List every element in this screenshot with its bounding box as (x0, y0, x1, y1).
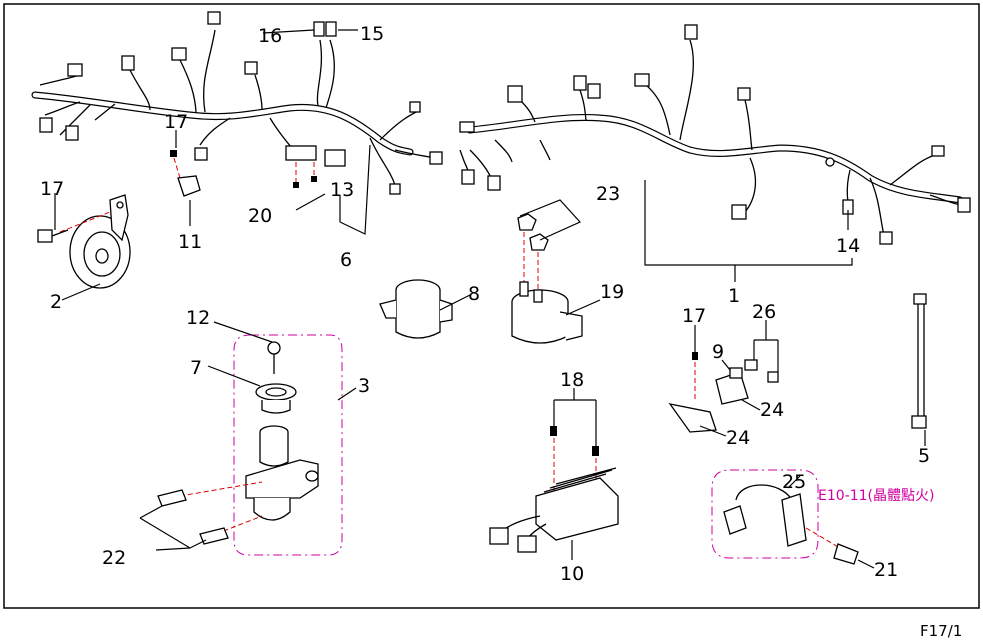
callout-14: 14 (836, 235, 860, 257)
callout-11: 11 (178, 231, 202, 253)
callout-25: 25 (782, 471, 806, 493)
group-outline-part-3 (233, 334, 343, 556)
callout-leaders (54, 29, 926, 569)
callout-8: 8 (468, 283, 480, 305)
bracket-part-24 (668, 352, 779, 433)
callout-17a: 17 (164, 111, 188, 133)
wire-harness-main (459, 24, 971, 245)
callout-1: 1 (728, 285, 740, 307)
callout-24a: 24 (760, 399, 784, 421)
callout-13: 13 (330, 179, 354, 201)
ignition-coil-part-3 (157, 341, 319, 545)
callout-19: 19 (600, 281, 624, 303)
callout-23: 23 (596, 183, 620, 205)
callout-15: 15 (360, 23, 384, 45)
relay-part-20 (285, 145, 317, 188)
callout-10: 10 (560, 563, 584, 585)
callout-26: 26 (752, 301, 776, 323)
callout-numbers: 16 15 17 17 11 20 13 6 2 8 23 19 12 7 3 … (40, 23, 934, 585)
reference-note: E10-11(晶體點火) (818, 488, 934, 504)
callout-3: 3 (358, 375, 370, 397)
horn-part-2 (37, 194, 131, 289)
callout-24b: 24 (726, 427, 750, 449)
diagram-border (3, 3, 980, 609)
callout-16: 16 (258, 25, 282, 47)
regulator-part-10 (489, 426, 619, 553)
callout-9: 9 (712, 341, 724, 363)
sensor-part-11 (170, 150, 201, 197)
cable-part-5 (911, 293, 927, 429)
callout-17c: 17 (682, 305, 706, 327)
callout-5: 5 (918, 445, 930, 467)
callout-2: 2 (50, 291, 62, 313)
sheet-number: F17/1 (920, 622, 962, 640)
solenoid-part-19 (511, 213, 583, 344)
wire-harness-left (31, 11, 443, 195)
callout-20: 20 (248, 205, 272, 227)
bracket-part-1 (644, 180, 853, 266)
callout-7: 7 (190, 357, 202, 379)
callout-17b: 17 (40, 178, 64, 200)
connector-part-13 (324, 149, 346, 167)
callout-21: 21 (874, 559, 898, 581)
callout-22: 22 (102, 547, 126, 569)
callout-12: 12 (186, 307, 210, 329)
group-outline-part-25 (711, 469, 819, 559)
pickup-coil-part-25 (723, 484, 859, 565)
callout-18: 18 (560, 369, 584, 391)
callout-6: 6 (340, 249, 352, 271)
